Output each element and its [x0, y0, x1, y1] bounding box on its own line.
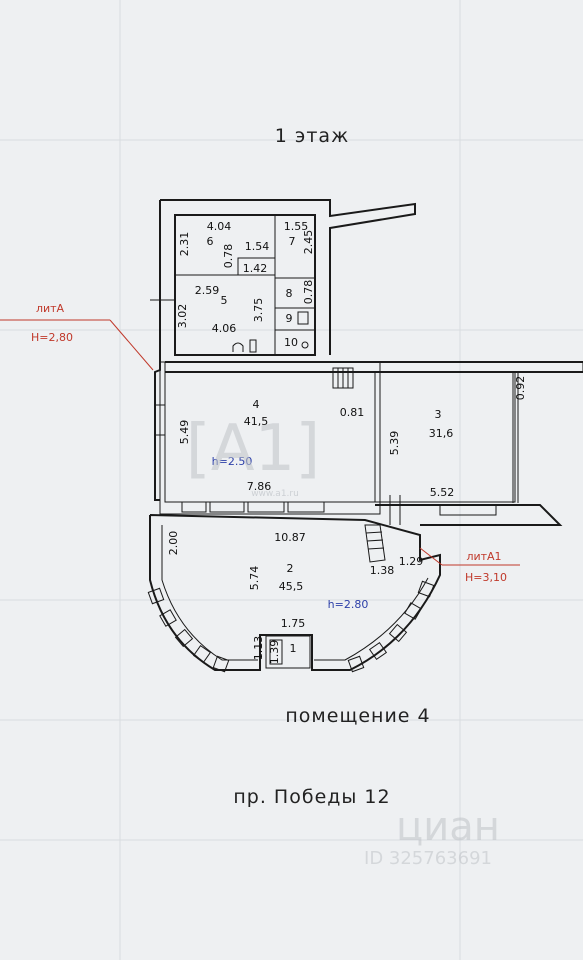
dim-label: 1.55	[284, 220, 309, 233]
room-8-number: 8	[286, 287, 293, 300]
dim-label: 1.13	[252, 636, 265, 661]
cian-watermark-id: ID 325763691	[364, 848, 492, 869]
lit-annotations: литА H=2,80 литА1 H=3,10	[0, 302, 520, 584]
dim-label: 0.81	[340, 406, 365, 419]
dim-label: 3.75	[252, 298, 265, 323]
a1-watermark-site: www.a1.ru	[251, 489, 299, 499]
address-caption: пр. Победы 12	[233, 786, 390, 808]
dim-label: 4.04	[207, 220, 232, 233]
dim-label: 1.75	[281, 617, 306, 630]
room-3-number: 3	[435, 408, 442, 421]
dim-label: 5.39	[388, 431, 401, 456]
room-4-number: 4	[253, 398, 260, 411]
room-5-number: 5	[221, 294, 228, 307]
dim-label: 1.29	[399, 555, 424, 568]
a1-watermark-logo: [А1]	[186, 412, 320, 486]
dim-label: 7.86	[247, 480, 272, 493]
room-3-area: 31,6	[429, 427, 454, 440]
lit-a-label: литА	[36, 302, 65, 315]
dim-label: 1.54	[245, 240, 270, 253]
dim-label: 5.49	[178, 420, 191, 445]
height-label-room4: h=2.50	[212, 455, 253, 468]
walls	[147, 199, 583, 673]
room-labels: 6 5 7 8 9 10 4 41,5 3 31,6 2 45,5 1	[207, 235, 454, 655]
room-caption: помещение 4	[285, 705, 430, 727]
room-4-area: 41,5	[244, 415, 269, 428]
lit-a1-height: H=3,10	[465, 571, 507, 584]
dim-label: 2.31	[178, 232, 191, 257]
lit-a-height: H=2,80	[31, 331, 73, 344]
dim-label: 0.78	[222, 244, 235, 269]
room-10-number: 10	[284, 336, 298, 349]
dim-label: 2.00	[167, 531, 180, 556]
height-label-room2: h=2.80	[328, 598, 369, 611]
room-6-number: 6	[207, 235, 214, 248]
dim-label: 2.59	[195, 284, 220, 297]
dim-label: 10.87	[274, 531, 306, 544]
dim-label: 4.06	[212, 322, 237, 335]
room-9-number: 9	[286, 312, 293, 325]
dim-label: 2.45	[302, 230, 315, 255]
dim-label: 5.74	[248, 566, 261, 591]
dim-label: 1.39	[268, 640, 281, 665]
dimension-labels: 4.04 2.31 0.78 1.54 1.55 2.45 1.42 2.59 …	[167, 220, 527, 664]
dim-label: 0.92	[514, 376, 527, 401]
room-7-number: 7	[289, 235, 296, 248]
lit-a1-label: литА1	[466, 550, 501, 563]
room-2-area: 45,5	[279, 580, 304, 593]
dim-label: 0.78	[302, 280, 315, 305]
dim-label: 5.52	[430, 486, 455, 499]
dim-label: 3.02	[176, 304, 189, 329]
cian-watermark-brand: циан	[396, 804, 500, 850]
dim-label: 1.42	[243, 262, 268, 275]
floor-title: 1 этаж	[275, 125, 349, 147]
room-2-number: 2	[287, 562, 294, 575]
room-1-number: 1	[290, 642, 297, 655]
dim-label: 1.38	[370, 564, 395, 577]
